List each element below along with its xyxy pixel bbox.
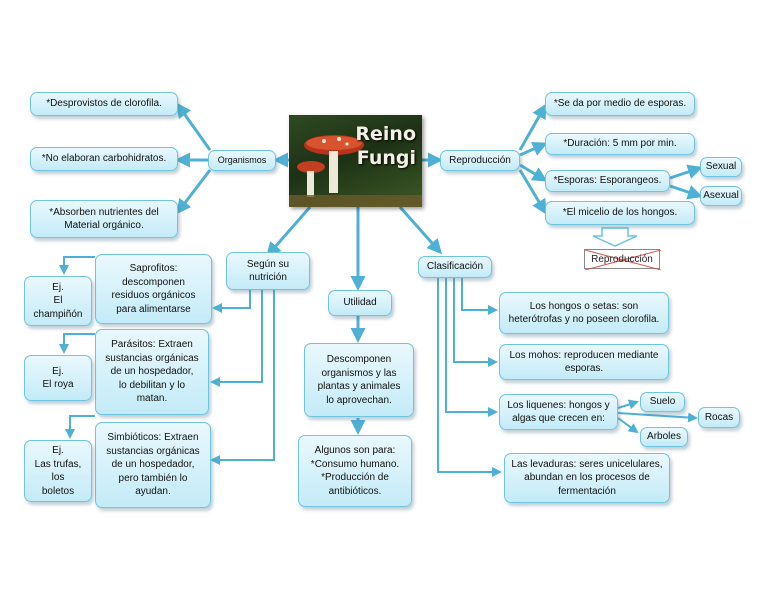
title-fungi: Fungi xyxy=(356,147,416,169)
parasitos-line: sustancias orgánicas xyxy=(105,352,199,364)
organismos-label: Organismos xyxy=(217,155,267,166)
clasificacion-hongos[interactable]: Los hongos o setas: son heterótrofas y n… xyxy=(499,292,669,334)
simbioticos-node[interactable]: Simbióticos: Extraen sustancias orgánica… xyxy=(95,422,211,508)
utilidad-label: Utilidad xyxy=(343,297,377,309)
clasificacion-line: fermentación xyxy=(558,485,616,497)
example-line: boletos xyxy=(41,485,75,497)
utilidad-uses-line: *Producción de xyxy=(321,472,389,483)
cross-out-icon xyxy=(585,250,661,270)
organismos-item-text: *Desprovistos de clorofila. xyxy=(46,98,162,110)
saprofitos-line: descomponen xyxy=(122,276,185,288)
organismos-node[interactable]: Organismos xyxy=(208,150,276,171)
nutricion-label-line: Según su xyxy=(246,258,290,270)
reproduccion-item-text: *Esporas: Esporangeos. xyxy=(553,175,662,187)
esporas-sexual[interactable]: Sexual xyxy=(700,157,742,177)
reproduccion-item-4[interactable]: *El micelio de los hongos. xyxy=(545,201,695,225)
example-trufas[interactable]: Ej. Las trufas, los boletos xyxy=(24,440,92,502)
example-line: El roya xyxy=(42,379,74,390)
utilidad-desc-line: plantas y animales xyxy=(317,381,401,392)
clasificacion-line: heterótrofas y no poseen clorofila. xyxy=(508,314,660,325)
reproduccion-item-3[interactable]: *Esporas: Esporangeos. xyxy=(545,170,670,192)
liquenes-on-text: Rocas xyxy=(704,411,734,423)
mushroom-icon xyxy=(289,135,422,207)
example-line: El xyxy=(53,295,63,307)
utilidad-desc-line: Descomponen xyxy=(326,354,392,365)
simbioticos-line: Simbióticos: Extraen xyxy=(107,432,199,444)
liquenes-arboles[interactable]: Arboles xyxy=(640,427,688,447)
parasitos-node[interactable]: Parásitos: Extraen sustancias orgánicas … xyxy=(95,329,209,415)
parasitos-line: Parásitos: Extraen xyxy=(111,339,193,351)
esporas-type-text: Sexual xyxy=(705,161,737,173)
example-line: Ej. xyxy=(52,281,64,293)
utilidad-uses-line: antibióticos. xyxy=(328,485,382,497)
reproduccion-item-text: *Duración: 5 mm por min. xyxy=(563,138,677,150)
clasificacion-line: Los hongos o setas: son xyxy=(529,300,639,312)
simbioticos-line: ayudan. xyxy=(135,486,171,498)
clasificacion-node[interactable]: Clasificación xyxy=(418,256,492,278)
clasificacion-liquenes[interactable]: Los liquenes: hongos y algas que crecen … xyxy=(499,394,618,430)
utilidad-node[interactable]: Utilidad xyxy=(328,290,392,316)
nutricion-label-line: nutrición xyxy=(249,272,287,283)
saprofitos-line: para alimentarse xyxy=(116,303,191,315)
nutricion-node[interactable]: Según su nutrición xyxy=(226,252,310,290)
utilidad-uses-line: *Consumo humano. xyxy=(310,458,400,470)
clasificacion-mohos[interactable]: Los mohos: reproducen mediante esporas. xyxy=(499,344,669,380)
reproduccion-node[interactable]: Reproducción xyxy=(440,150,520,171)
reproduccion-item-2[interactable]: *Duración: 5 mm por min. xyxy=(545,133,695,155)
reproduccion-item-1[interactable]: *Se da por medio de esporas. xyxy=(545,92,695,116)
parasitos-line: matan. xyxy=(136,393,168,405)
liquenes-rocas[interactable]: Rocas xyxy=(698,407,740,428)
clasificacion-line: abundan en los procesos de xyxy=(524,472,650,484)
simbioticos-line: pero también lo xyxy=(118,472,188,484)
utilidad-uses[interactable]: Algunos son para: *Consumo humano. *Prod… xyxy=(298,435,412,507)
example-line: Ej. xyxy=(52,365,64,377)
example-line: Ej. xyxy=(52,445,64,456)
organismos-item-text: *No elaboran carbohidratos. xyxy=(41,153,167,165)
clasificacion-line: algas que crecen en: xyxy=(512,413,605,424)
utilidad-uses-line: Algunos son para: xyxy=(314,445,396,456)
example-line: Las trufas, xyxy=(34,458,82,470)
saprofitos-line: Saprofitos: xyxy=(129,263,178,274)
reproduccion-item-text: *Se da por medio de esporas. xyxy=(553,98,687,110)
organismos-item-text: *Absorben nutrientes del Material orgáni… xyxy=(49,206,159,232)
clasificacion-line: esporas. xyxy=(564,363,604,374)
esporas-type-text: Asexual xyxy=(703,190,739,202)
simbioticos-line: sustancias orgánicas xyxy=(106,445,200,457)
clasificacion-line: Los liquenes: hongos y xyxy=(507,399,610,411)
simbioticos-line: de un hospedador, xyxy=(111,459,195,471)
example-champinon[interactable]: Ej. El champiñón xyxy=(24,276,92,326)
organismos-item-2[interactable]: *No elaboran carbohidratos. xyxy=(30,147,178,171)
saprofitos-node[interactable]: Saprofitos: descomponen residuos orgánic… xyxy=(95,254,212,324)
reproduccion-item-text: *El micelio de los hongos. xyxy=(562,207,678,219)
clasificacion-line: Las levaduras: seres unicelulares, xyxy=(511,458,663,470)
reino-fungi-title-image: Reino Fungi xyxy=(289,115,422,207)
title-reino: Reino xyxy=(355,123,416,145)
clasificacion-levaduras[interactable]: Las levaduras: seres unicelulares, abund… xyxy=(504,453,670,503)
liquenes-suelo[interactable]: Suelo xyxy=(640,392,685,412)
organismos-item-1[interactable]: *Desprovistos de clorofila. xyxy=(30,92,178,116)
example-line: los xyxy=(51,472,65,483)
utilidad-desc[interactable]: Descomponen organismos y las plantas y a… xyxy=(304,343,414,417)
example-roya[interactable]: Ej. El roya xyxy=(24,355,92,401)
organismos-item-3[interactable]: *Absorben nutrientes del Material orgáni… xyxy=(30,200,178,238)
utilidad-desc-line: organismos y las xyxy=(321,367,397,379)
reproduccion-crossed-box: Reproducción xyxy=(584,249,661,270)
example-line: champiñón xyxy=(33,308,83,320)
parasitos-line: de un hospedador, xyxy=(110,366,194,378)
clasificacion-label: Clasificación xyxy=(426,261,484,273)
utilidad-desc-line: lo aprovechan. xyxy=(326,394,392,406)
saprofitos-line: residuos orgánicos xyxy=(111,290,196,301)
parasitos-line: lo debilitan y lo xyxy=(118,379,186,391)
liquenes-on-text: Suelo xyxy=(649,396,676,408)
crossed-label: Reproducción xyxy=(591,253,653,265)
down-arrow-icon xyxy=(592,227,638,247)
esporas-asexual[interactable]: Asexual xyxy=(700,186,742,206)
reproduccion-label: Reproducción xyxy=(449,154,511,166)
liquenes-on-text: Arboles xyxy=(647,431,681,443)
clasificacion-line: Los mohos: reproducen mediante xyxy=(509,349,659,361)
